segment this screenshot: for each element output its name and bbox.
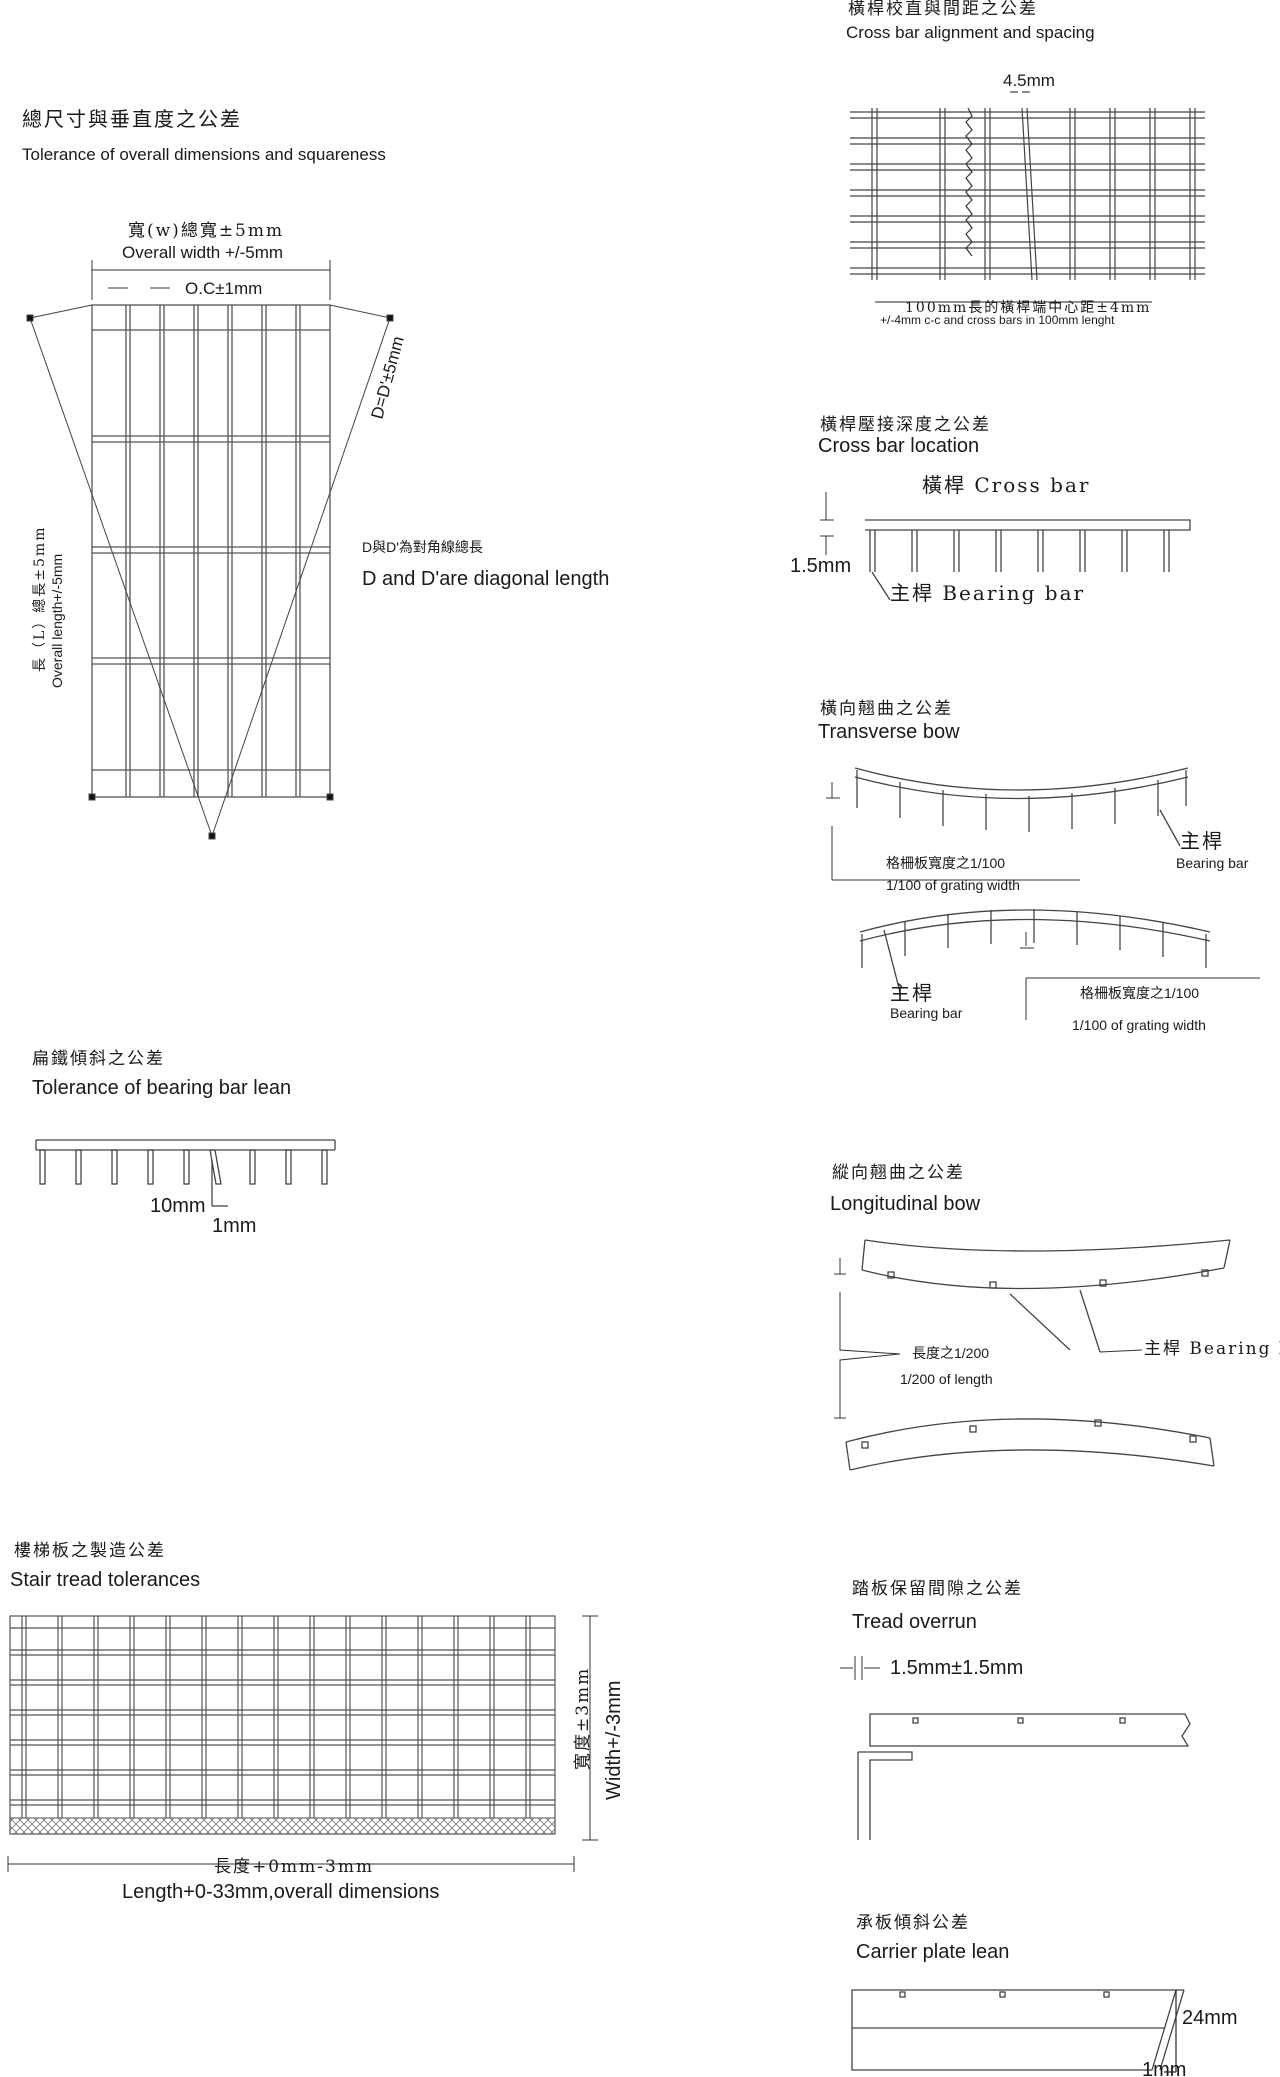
transverse-ratio-2-en: 1/100 of grating width	[1072, 1017, 1206, 1033]
diagonal-lines	[26, 304, 394, 840]
stair-tread-panel	[9, 1615, 556, 1835]
stair-tread-section: 樓梯板之製造公差 Stair tread tolerances	[7, 1541, 625, 1903]
transverse-bow-lower	[859, 909, 1211, 993]
overrun-profile	[857, 1713, 1191, 1840]
longitudinal-title-zh: 縱向翹曲之公差	[832, 1163, 965, 1183]
transverse-ratio-zh: 格柵板寬度之1/100	[886, 855, 1005, 871]
stair-width-zh: 寬度±3mm	[573, 1667, 593, 1770]
stair-title-zh: 樓梯板之製造公差	[14, 1541, 166, 1561]
cross-bar-alignment-title-zh: 橫桿校直與間距之公差	[848, 0, 1038, 19]
tread-overrun-section: 踏板保留間隙之公差 Tread overrun 1.5mm±1.5mm	[840, 1579, 1191, 1840]
stair-width-en: Width+/-3mm	[603, 1681, 625, 1800]
longitudinal-bow-upper	[861, 1239, 1231, 1353]
cross-bar-spacing-dim-zh: 100mm長的橫桿端中心距±4mm	[905, 300, 1151, 316]
overall-length-en: Overall length+/-5mm	[49, 554, 65, 688]
overall-width-en: Overall width +/-5mm	[122, 243, 283, 262]
bearing-bar-label-zh: 主桿	[1180, 829, 1224, 853]
overall-dimensions-section: 總尺寸與垂直度之公差 Tolerance of overall dimensio…	[22, 107, 609, 840]
stair-length-zh: 長度+0mm-3mm	[214, 1857, 374, 1877]
transverse-bow-upper	[854, 767, 1189, 847]
grating-panel	[91, 304, 331, 798]
diagonal-tolerance: D=D'±5mm	[368, 334, 408, 421]
overrun-title-en: Tread overrun	[852, 1611, 977, 1633]
diagonal-note-en: D and D'are diagonal length	[362, 568, 609, 590]
longitudinal-ratio-en: 1/200 of length	[900, 1371, 993, 1387]
lean-profile	[35, 1139, 336, 1207]
cross-bar-location-title-zh: 橫桿壓接深度之公差	[820, 415, 991, 435]
overrun-dim: 1.5mm±1.5mm	[890, 1657, 1023, 1679]
bearing-bar-label-2-zh: 主桿	[890, 981, 934, 1005]
transverse-ratio-2-zh: 格柵板寬度之1/100	[1080, 985, 1199, 1001]
transverse-ratio-en: 1/100 of grating width	[886, 877, 1020, 893]
carrier-height-dim: 24mm	[1182, 2007, 1238, 2029]
stair-title-en: Stair tread tolerances	[10, 1569, 200, 1591]
longitudinal-bearing-label: 主桿 Bearing bar	[1144, 1339, 1280, 1359]
lean-height-dim: 10mm	[150, 1195, 206, 1217]
bearing-bar-label: 主桿 Bearing bar	[890, 581, 1085, 605]
cross-bar-alignment-title-en: Cross bar alignment and spacing	[846, 23, 1095, 42]
lean-title-en: Tolerance of bearing bar lean	[32, 1077, 291, 1099]
cross-bar-spacing-dim-en: +/-4mm c-c and cross bars in 100mm lengh…	[880, 313, 1115, 327]
cross-bar-alignment-section: 橫桿校直與間距之公差 Cross bar alignment and spaci…	[846, 0, 1205, 327]
longitudinal-title-en: Longitudinal bow	[830, 1193, 981, 1215]
transverse-bow-section: 橫向翹曲之公差 Transverse bow 格柵板寬度之1/100 1/100…	[818, 699, 1260, 1033]
bearing-bar-lean-section: 扁鐵傾斜之公差 Tolerance of bearing bar lean 10…	[32, 1049, 336, 1237]
lean-title-zh: 扁鐵傾斜之公差	[32, 1049, 165, 1069]
carrier-title-zh: 承板傾斜公差	[856, 1913, 970, 1933]
lean-offset-dim: 1mm	[212, 1215, 256, 1237]
transverse-title-en: Transverse bow	[818, 721, 960, 743]
carrier-plate-lean-section: 承板傾斜公差 Carrier plate lean 24mm 1mm	[851, 1913, 1238, 2077]
overrun-title-zh: 踏板保留間隙之公差	[852, 1579, 1023, 1599]
carrier-offset-dim: 1mm	[1142, 2059, 1186, 2077]
carrier-profile	[851, 1989, 1185, 2073]
cross-bar-depth-dim: 1.5mm	[790, 555, 851, 577]
cross-bar-label: 橫桿 Cross bar	[922, 473, 1090, 497]
carrier-title-en: Carrier plate lean	[856, 1941, 1009, 1963]
diagonal-note-zh: D與D'為對角線總長	[362, 539, 483, 555]
bearing-bar-label-2-en: Bearing bar	[890, 1005, 963, 1021]
cross-bar-profile	[865, 519, 1191, 601]
stair-nosing	[9, 1817, 556, 1835]
longitudinal-bow-lower	[845, 1418, 1215, 1471]
cross-bar-location-section: 橫桿壓接深度之公差 Cross bar location 橫桿 Cross ba…	[790, 415, 1191, 605]
overall-title-zh: 總尺寸與垂直度之公差	[22, 107, 242, 131]
stair-length-en: Length+0-33mm,overall dimensions	[122, 1881, 439, 1903]
longitudinal-bow-section: 縱向翹曲之公差 Longitudinal bow 長度之1/200 1/200 …	[830, 1163, 1280, 1471]
longitudinal-ratio-zh: 長度之1/200	[912, 1345, 989, 1361]
overall-length-zh: 長（L）總長±5mm	[31, 526, 48, 673]
bearing-bar-label-en: Bearing bar	[1176, 855, 1249, 871]
cross-bar-location-title-en: Cross bar location	[818, 435, 979, 457]
cross-bar-offset-dim: 4.5mm	[1003, 71, 1055, 90]
cross-bar-grid	[850, 107, 1205, 281]
overall-title-en: Tolerance of overall dimensions and squa…	[22, 145, 386, 164]
transverse-title-zh: 橫向翹曲之公差	[820, 699, 953, 719]
bar-spacing-dim: O.C±1mm	[185, 279, 262, 298]
overall-width-zh: 寬(w)總寬±5mm	[128, 221, 284, 241]
